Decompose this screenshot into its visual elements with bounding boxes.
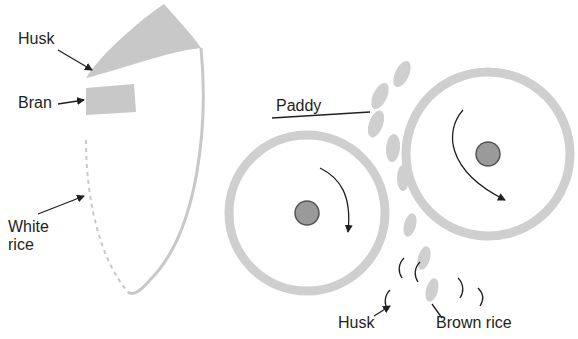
grains bbox=[365, 58, 441, 303]
roller-pair bbox=[229, 72, 570, 291]
part-label: Bran bbox=[18, 94, 52, 112]
part-label: Brown rice bbox=[436, 314, 512, 332]
husk-flakes bbox=[385, 258, 483, 310]
part-label: Paddy bbox=[276, 97, 321, 115]
part-label: Husk bbox=[338, 314, 374, 332]
part-label: White rice bbox=[8, 218, 58, 254]
rice-grain bbox=[86, 4, 203, 294]
part-label: Husk bbox=[18, 30, 54, 48]
